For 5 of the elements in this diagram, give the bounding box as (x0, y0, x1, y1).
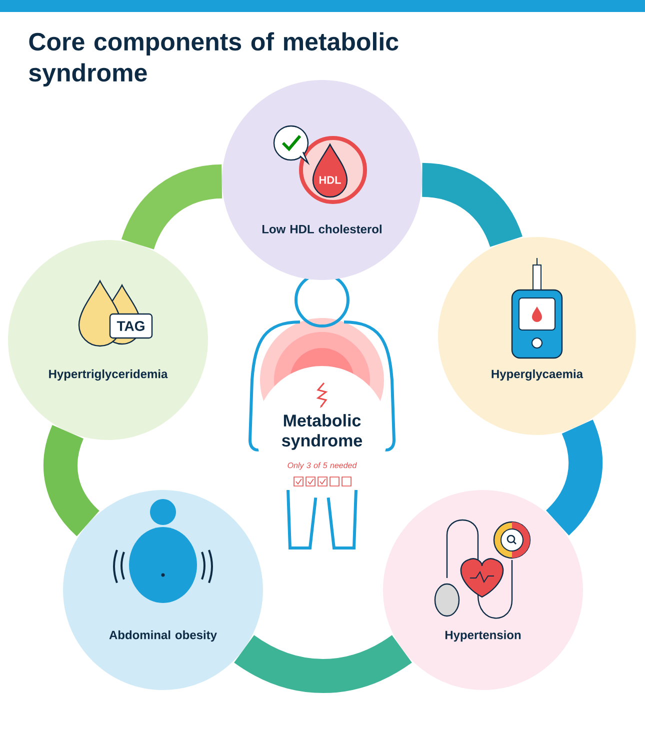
node-label: Only 3 of 5 needed (288, 462, 357, 470)
tag-drops-drawing: TAG (78, 280, 153, 347)
hdl-drop-drawing: HDL (299, 136, 367, 204)
ring-segment (545, 420, 603, 535)
node-label: Metabolic syndrome (282, 414, 362, 450)
